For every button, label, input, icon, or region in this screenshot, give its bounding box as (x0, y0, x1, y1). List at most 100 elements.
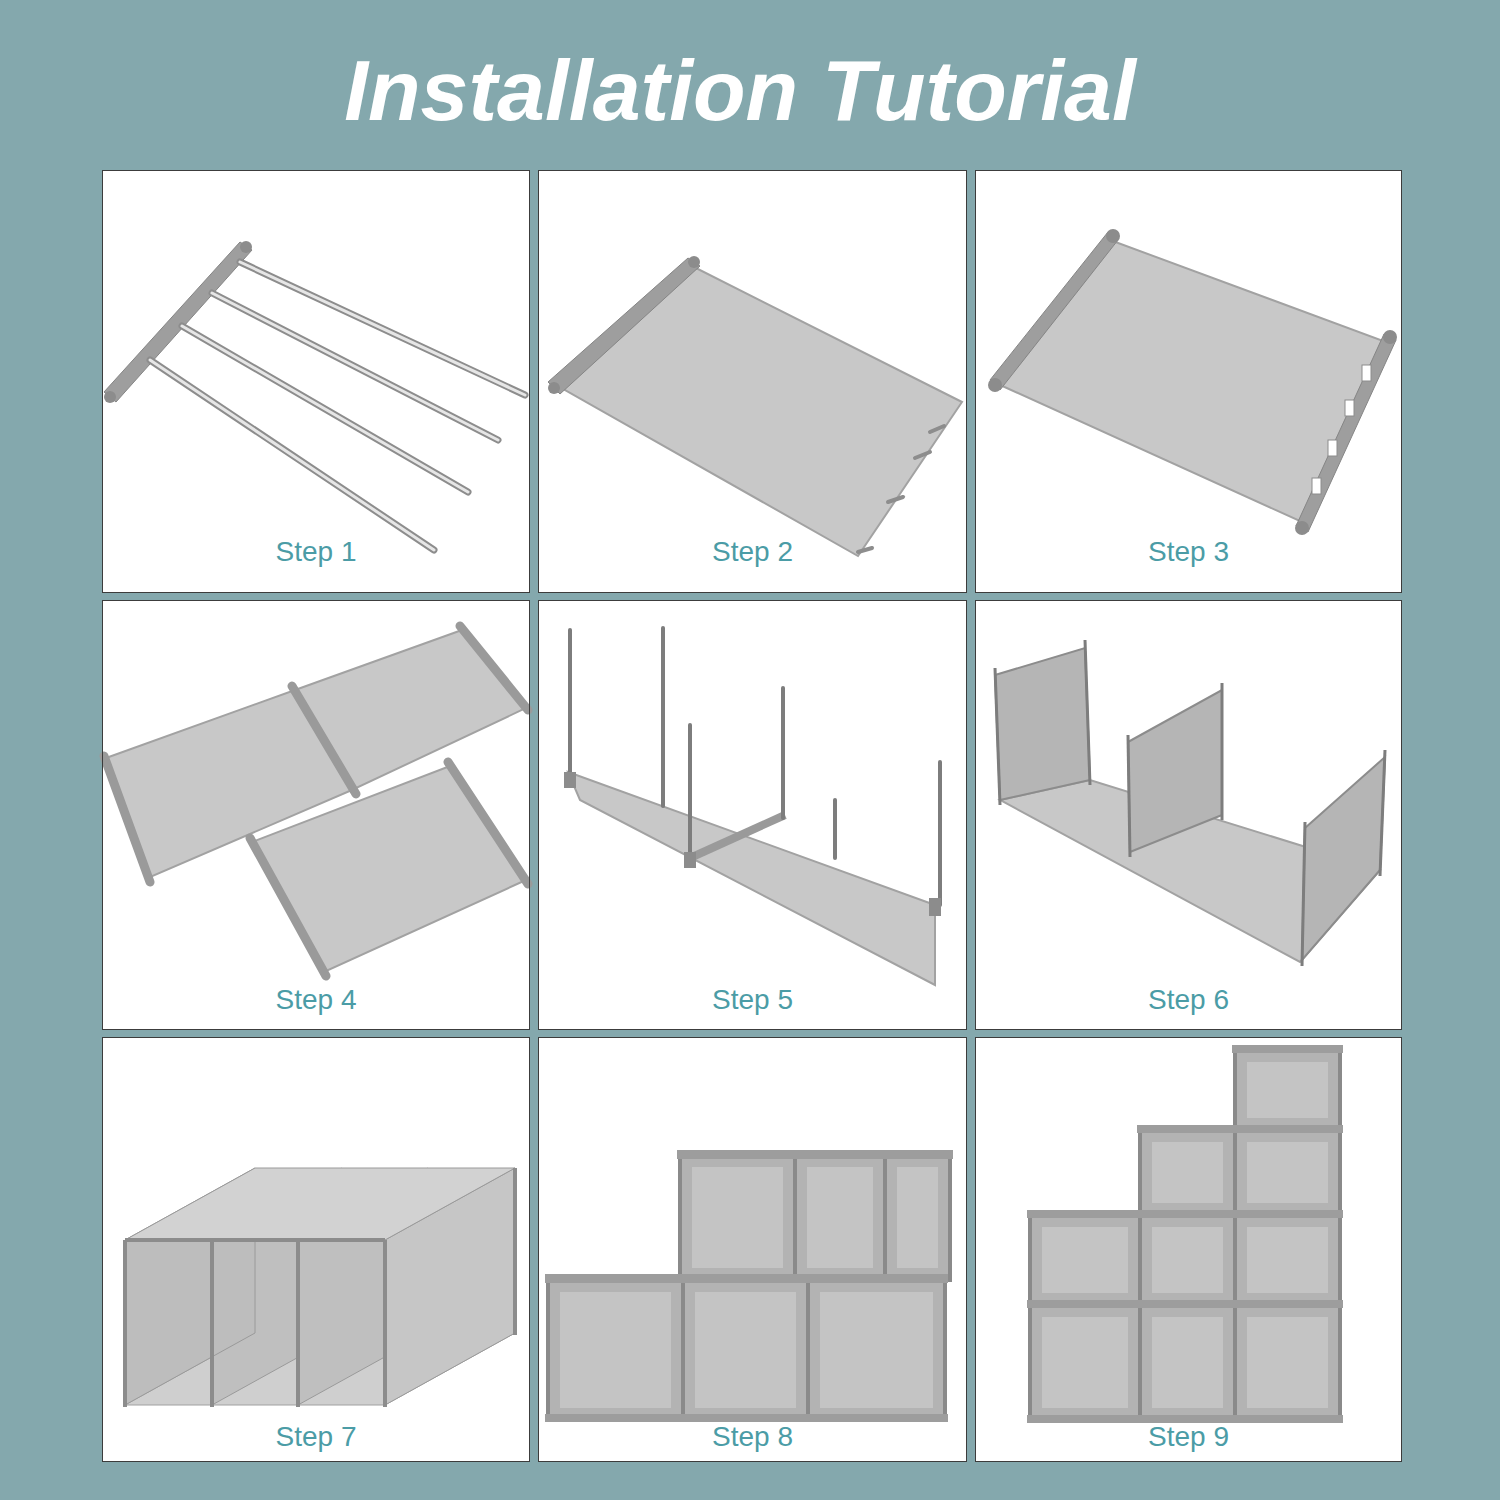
shelf-with-posts (568, 772, 935, 985)
step-label-row: Step 4 (103, 983, 529, 1017)
cube-staircase (1235, 1305, 1340, 1420)
cube-row (125, 1168, 515, 1407)
shelf-pair (460, 626, 528, 710)
cube-staircase (1152, 1142, 1223, 1203)
step-label-row: Step 3 (976, 535, 1401, 569)
shelf-assembled (988, 229, 1397, 535)
shelf-with-posts (570, 628, 940, 905)
step-panel: Step 1 (102, 170, 530, 593)
cube-staircase (1235, 1130, 1340, 1215)
cube-two-rows (680, 1155, 795, 1280)
shelf-assembled (988, 378, 1002, 392)
step-panel: Step 5 (538, 600, 967, 1030)
cube-staircase (1027, 1210, 1343, 1218)
side-panels (995, 640, 1385, 966)
step-panel: Step 8 (538, 1037, 967, 1462)
panel-ground (102, 170, 1402, 1462)
cube-staircase (1027, 1300, 1343, 1308)
cube-staircase (1247, 1142, 1328, 1203)
cube-staircase (1235, 1050, 1340, 1130)
cube-staircase (1140, 1215, 1235, 1305)
shelf-with-posts (564, 772, 576, 788)
cube-staircase (1235, 1305, 1340, 1420)
cube-staircase (1140, 1130, 1235, 1215)
cube-two-rows (808, 1280, 945, 1420)
shelf-with-posts (781, 688, 785, 818)
shelf-fabric (888, 497, 903, 502)
step-label: Step 9 (1148, 1421, 1229, 1452)
cube-two-rows (807, 1167, 873, 1268)
cube-staircase (1140, 1305, 1235, 1420)
panel-ground (538, 170, 967, 593)
step-label: Step 4 (276, 984, 357, 1015)
shelf-pair (295, 630, 526, 790)
cube-staircase (1030, 1215, 1140, 1305)
cube-row (125, 1238, 385, 1242)
shelf-assembled (1383, 330, 1397, 344)
cube-row (125, 1168, 515, 1240)
step-panel: Step 2 (538, 170, 967, 593)
cube-staircase (1247, 1317, 1328, 1408)
panel-ground (975, 170, 1402, 593)
step-label-row: Step 9 (976, 1420, 1401, 1454)
shelf-assembled (1312, 478, 1321, 494)
rod-frame (150, 262, 525, 550)
step-label: Step 8 (712, 1421, 793, 1452)
shelf-assembled (1345, 400, 1354, 416)
shelf-pair (104, 756, 150, 882)
cube-staircase (1140, 1305, 1235, 1420)
cube-two-rows (897, 1167, 938, 1268)
shelf-pair (104, 626, 528, 976)
cube-staircase (1235, 1050, 1340, 1130)
cube-staircase (1152, 1227, 1223, 1293)
cube-staircase (1027, 1045, 1343, 1423)
shelf-with-posts (568, 630, 572, 776)
shelf-pair (104, 626, 528, 976)
cube-two-rows (545, 1414, 948, 1422)
rod-frame (150, 262, 525, 550)
shelf-fabric (548, 382, 560, 394)
cube-staircase (1140, 1215, 1235, 1305)
shelf-fabric (558, 266, 962, 556)
rod-frame (212, 293, 498, 440)
cube-two-rows (683, 1280, 808, 1420)
shelf-with-posts (690, 815, 785, 858)
step-label: Step 6 (1148, 984, 1229, 1015)
step-panel: Step 6 (975, 600, 1402, 1030)
shelf-pair (292, 686, 356, 794)
step-label-row: Step 6 (976, 983, 1401, 1017)
shelf-fabric (858, 548, 872, 552)
shelf-fabric (688, 256, 700, 268)
cube-two-rows (695, 1292, 796, 1408)
cube-staircase (1030, 1305, 1140, 1420)
step-label-row: Step 8 (539, 1420, 966, 1454)
shelf-assembled (1312, 365, 1371, 494)
page-title: Installation Tutorial (0, 35, 1480, 145)
cube-staircase (1137, 1125, 1343, 1133)
step-label: Step 7 (276, 1421, 357, 1452)
cube-staircase (1042, 1062, 1328, 1408)
cube-staircase (1235, 1130, 1340, 1215)
step-panel: Step 3 (975, 170, 1402, 593)
cube-staircase (1042, 1227, 1128, 1293)
shelf-assembled (1296, 334, 1396, 532)
cube-two-rows (548, 1155, 950, 1420)
step-panel: Step 9 (975, 1037, 1402, 1462)
panel-ground (538, 600, 967, 1030)
cube-two-rows (548, 1155, 950, 1420)
step-label-row: Step 5 (539, 983, 966, 1017)
cube-two-rows (548, 1280, 683, 1420)
panel-ground (102, 1037, 530, 1462)
cube-row (210, 1240, 214, 1407)
cube-staircase (1030, 1050, 1340, 1420)
side-panels (1128, 690, 1222, 852)
cube-two-rows (545, 1150, 953, 1422)
cube-two-rows (820, 1292, 933, 1408)
cube-staircase (1030, 1215, 1140, 1305)
panel-ground (102, 170, 530, 593)
cube-staircase (1030, 1305, 1140, 1420)
cube-two-rows (692, 1167, 783, 1268)
cube-staircase (1027, 1045, 1343, 1423)
shelf-with-posts (938, 762, 942, 905)
